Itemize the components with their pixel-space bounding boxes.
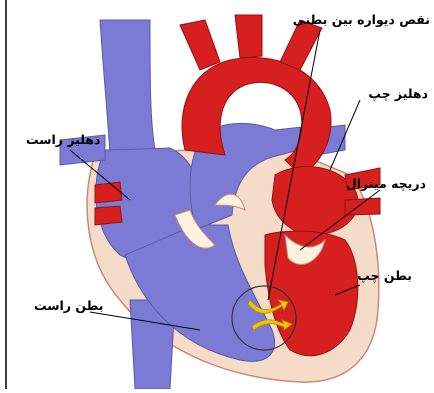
superior-vena-cava: [100, 20, 155, 155]
label-vsd: نقص دیواره بین بطنی: [293, 14, 430, 27]
pulmonary-vein-3: [95, 182, 122, 203]
aortic-branch-1: [180, 20, 220, 70]
label-left-ventricle: بطن چپ: [357, 270, 412, 283]
aortic-branch-3: [280, 20, 322, 70]
label-mitral-valve: دریچه میترال: [346, 178, 426, 191]
label-left-atrium: دهلیز چپ: [368, 88, 428, 101]
label-right-ventricle: بطن راست: [34, 300, 103, 313]
pulmonary-vein-4: [95, 206, 122, 225]
label-right-atrium: دهلیز راست: [26, 134, 100, 147]
aortic-branch-2: [235, 15, 262, 58]
